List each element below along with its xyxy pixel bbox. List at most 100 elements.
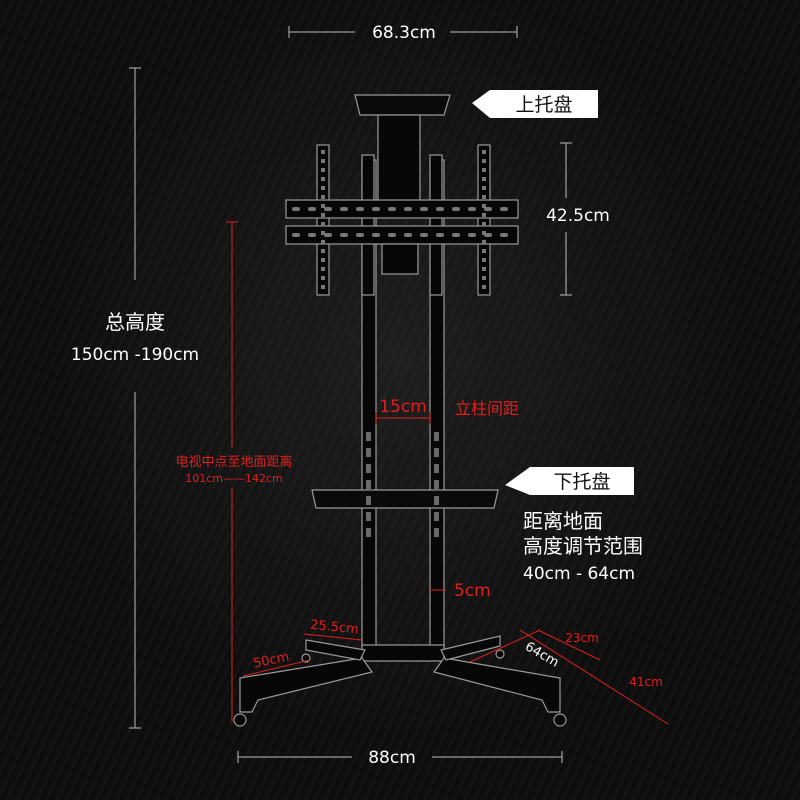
leg-short-dim-line xyxy=(537,629,601,661)
lower-tray-info-line1: 距离地面 xyxy=(523,509,603,533)
mounting-hole xyxy=(420,233,428,237)
lower-tray-info-line2: 高度调节范围 xyxy=(523,534,643,558)
rail-hole xyxy=(321,204,325,208)
foot-inner-dim-line xyxy=(303,633,363,641)
rail-hole xyxy=(482,285,486,289)
mounting-hole xyxy=(340,207,348,211)
mounting-hole xyxy=(308,207,316,211)
rail-hole xyxy=(321,240,325,244)
leg-long-label: 41cm xyxy=(629,675,663,689)
rail-hole xyxy=(482,267,486,271)
rail-hole xyxy=(482,231,486,235)
rail-hole xyxy=(482,213,486,217)
column-slot xyxy=(366,448,371,457)
rail-hole xyxy=(482,222,486,226)
rail-hole xyxy=(321,186,325,190)
rail-hole xyxy=(482,276,486,280)
column-slot xyxy=(434,512,439,521)
rail-hole xyxy=(482,240,486,244)
rail-hole xyxy=(321,222,325,226)
rail-hole xyxy=(482,168,486,172)
lower-tray xyxy=(311,489,499,509)
rail-hole xyxy=(482,204,486,208)
mounting-hole xyxy=(340,233,348,237)
left-outer-rail xyxy=(316,144,330,296)
column-slot xyxy=(366,528,371,537)
mounting-hole xyxy=(292,233,300,237)
rail-hole xyxy=(482,249,486,253)
mounting-hole xyxy=(468,233,476,237)
mounting-hole xyxy=(436,207,444,211)
column-spacing-label: 15cm xyxy=(379,397,427,417)
rail-hole xyxy=(321,195,325,199)
column-slot xyxy=(434,432,439,441)
mounting-hole xyxy=(388,207,396,211)
rail-hole xyxy=(482,150,486,154)
white-dimension-lines xyxy=(129,26,572,763)
rail-hole xyxy=(321,249,325,253)
caster-front-right xyxy=(553,713,567,727)
upper-tray xyxy=(354,94,451,116)
foot-length-label: 50cm xyxy=(252,649,291,671)
red-dimension-lines xyxy=(226,221,669,725)
mounting-hole xyxy=(356,207,364,211)
mounting-hole xyxy=(308,233,316,237)
rail-hole xyxy=(321,168,325,172)
column-slot xyxy=(366,480,371,489)
mounting-hole xyxy=(468,207,476,211)
width-label: 68.3cm xyxy=(372,23,436,43)
tray-step-label: 5cm xyxy=(454,581,491,601)
mount-plate-top xyxy=(285,199,519,219)
lower-tray-label: 下托盘 xyxy=(553,471,610,493)
rail-hole xyxy=(482,258,486,262)
base-leg-front-right xyxy=(433,657,561,713)
column-slot xyxy=(366,496,371,505)
mounting-holes xyxy=(292,150,508,289)
column-slot xyxy=(434,464,439,473)
mounting-hole xyxy=(500,207,508,211)
column-slot xyxy=(434,496,439,505)
lower-tray-callout xyxy=(505,467,634,495)
caster-back-right xyxy=(495,649,505,659)
foot-inner-label: 25.5cm xyxy=(309,618,359,638)
base-leg-front-left xyxy=(239,657,374,713)
column-slot xyxy=(366,432,371,441)
total-height-label: 总高度 xyxy=(105,310,165,334)
lower-tray-info-range: 40cm - 64cm xyxy=(523,564,635,584)
rail-hole xyxy=(321,276,325,280)
base-width-label: 88cm xyxy=(368,748,416,768)
tv-stand-illustration xyxy=(233,94,567,727)
mounting-hole xyxy=(452,233,460,237)
rail-hole xyxy=(321,231,325,235)
leg-short-label: 23cm xyxy=(565,631,599,645)
rail-hole xyxy=(482,177,486,181)
rail-hole xyxy=(482,186,486,190)
center-to-floor-range: 101cm——142cm xyxy=(185,472,283,485)
mounting-hole xyxy=(292,207,300,211)
rail-hole xyxy=(321,177,325,181)
mounting-hole xyxy=(372,207,380,211)
rail-hole xyxy=(321,258,325,262)
rail-hole xyxy=(482,195,486,199)
base-hub xyxy=(361,644,445,662)
left-inner-rail xyxy=(361,154,375,296)
panel-height-label: 42.5cm xyxy=(546,206,610,226)
upper-tray-post xyxy=(377,114,421,206)
mounting-hole xyxy=(452,207,460,211)
base-leg-back-left xyxy=(305,639,366,661)
rail-hole xyxy=(321,159,325,163)
rail-hole xyxy=(321,285,325,289)
foot-length-dim-line xyxy=(242,659,311,677)
base-leg-back-right xyxy=(440,635,501,661)
rail-hole xyxy=(321,150,325,154)
right-inner-rail xyxy=(429,154,443,296)
column-slots xyxy=(366,432,439,537)
rail-hole xyxy=(321,213,325,217)
column-slot xyxy=(366,464,371,473)
mounting-hole xyxy=(372,233,380,237)
rail-hole xyxy=(482,159,486,163)
mount-bracket xyxy=(381,243,419,275)
mounting-hole xyxy=(500,233,508,237)
right-outer-rail xyxy=(477,144,491,296)
